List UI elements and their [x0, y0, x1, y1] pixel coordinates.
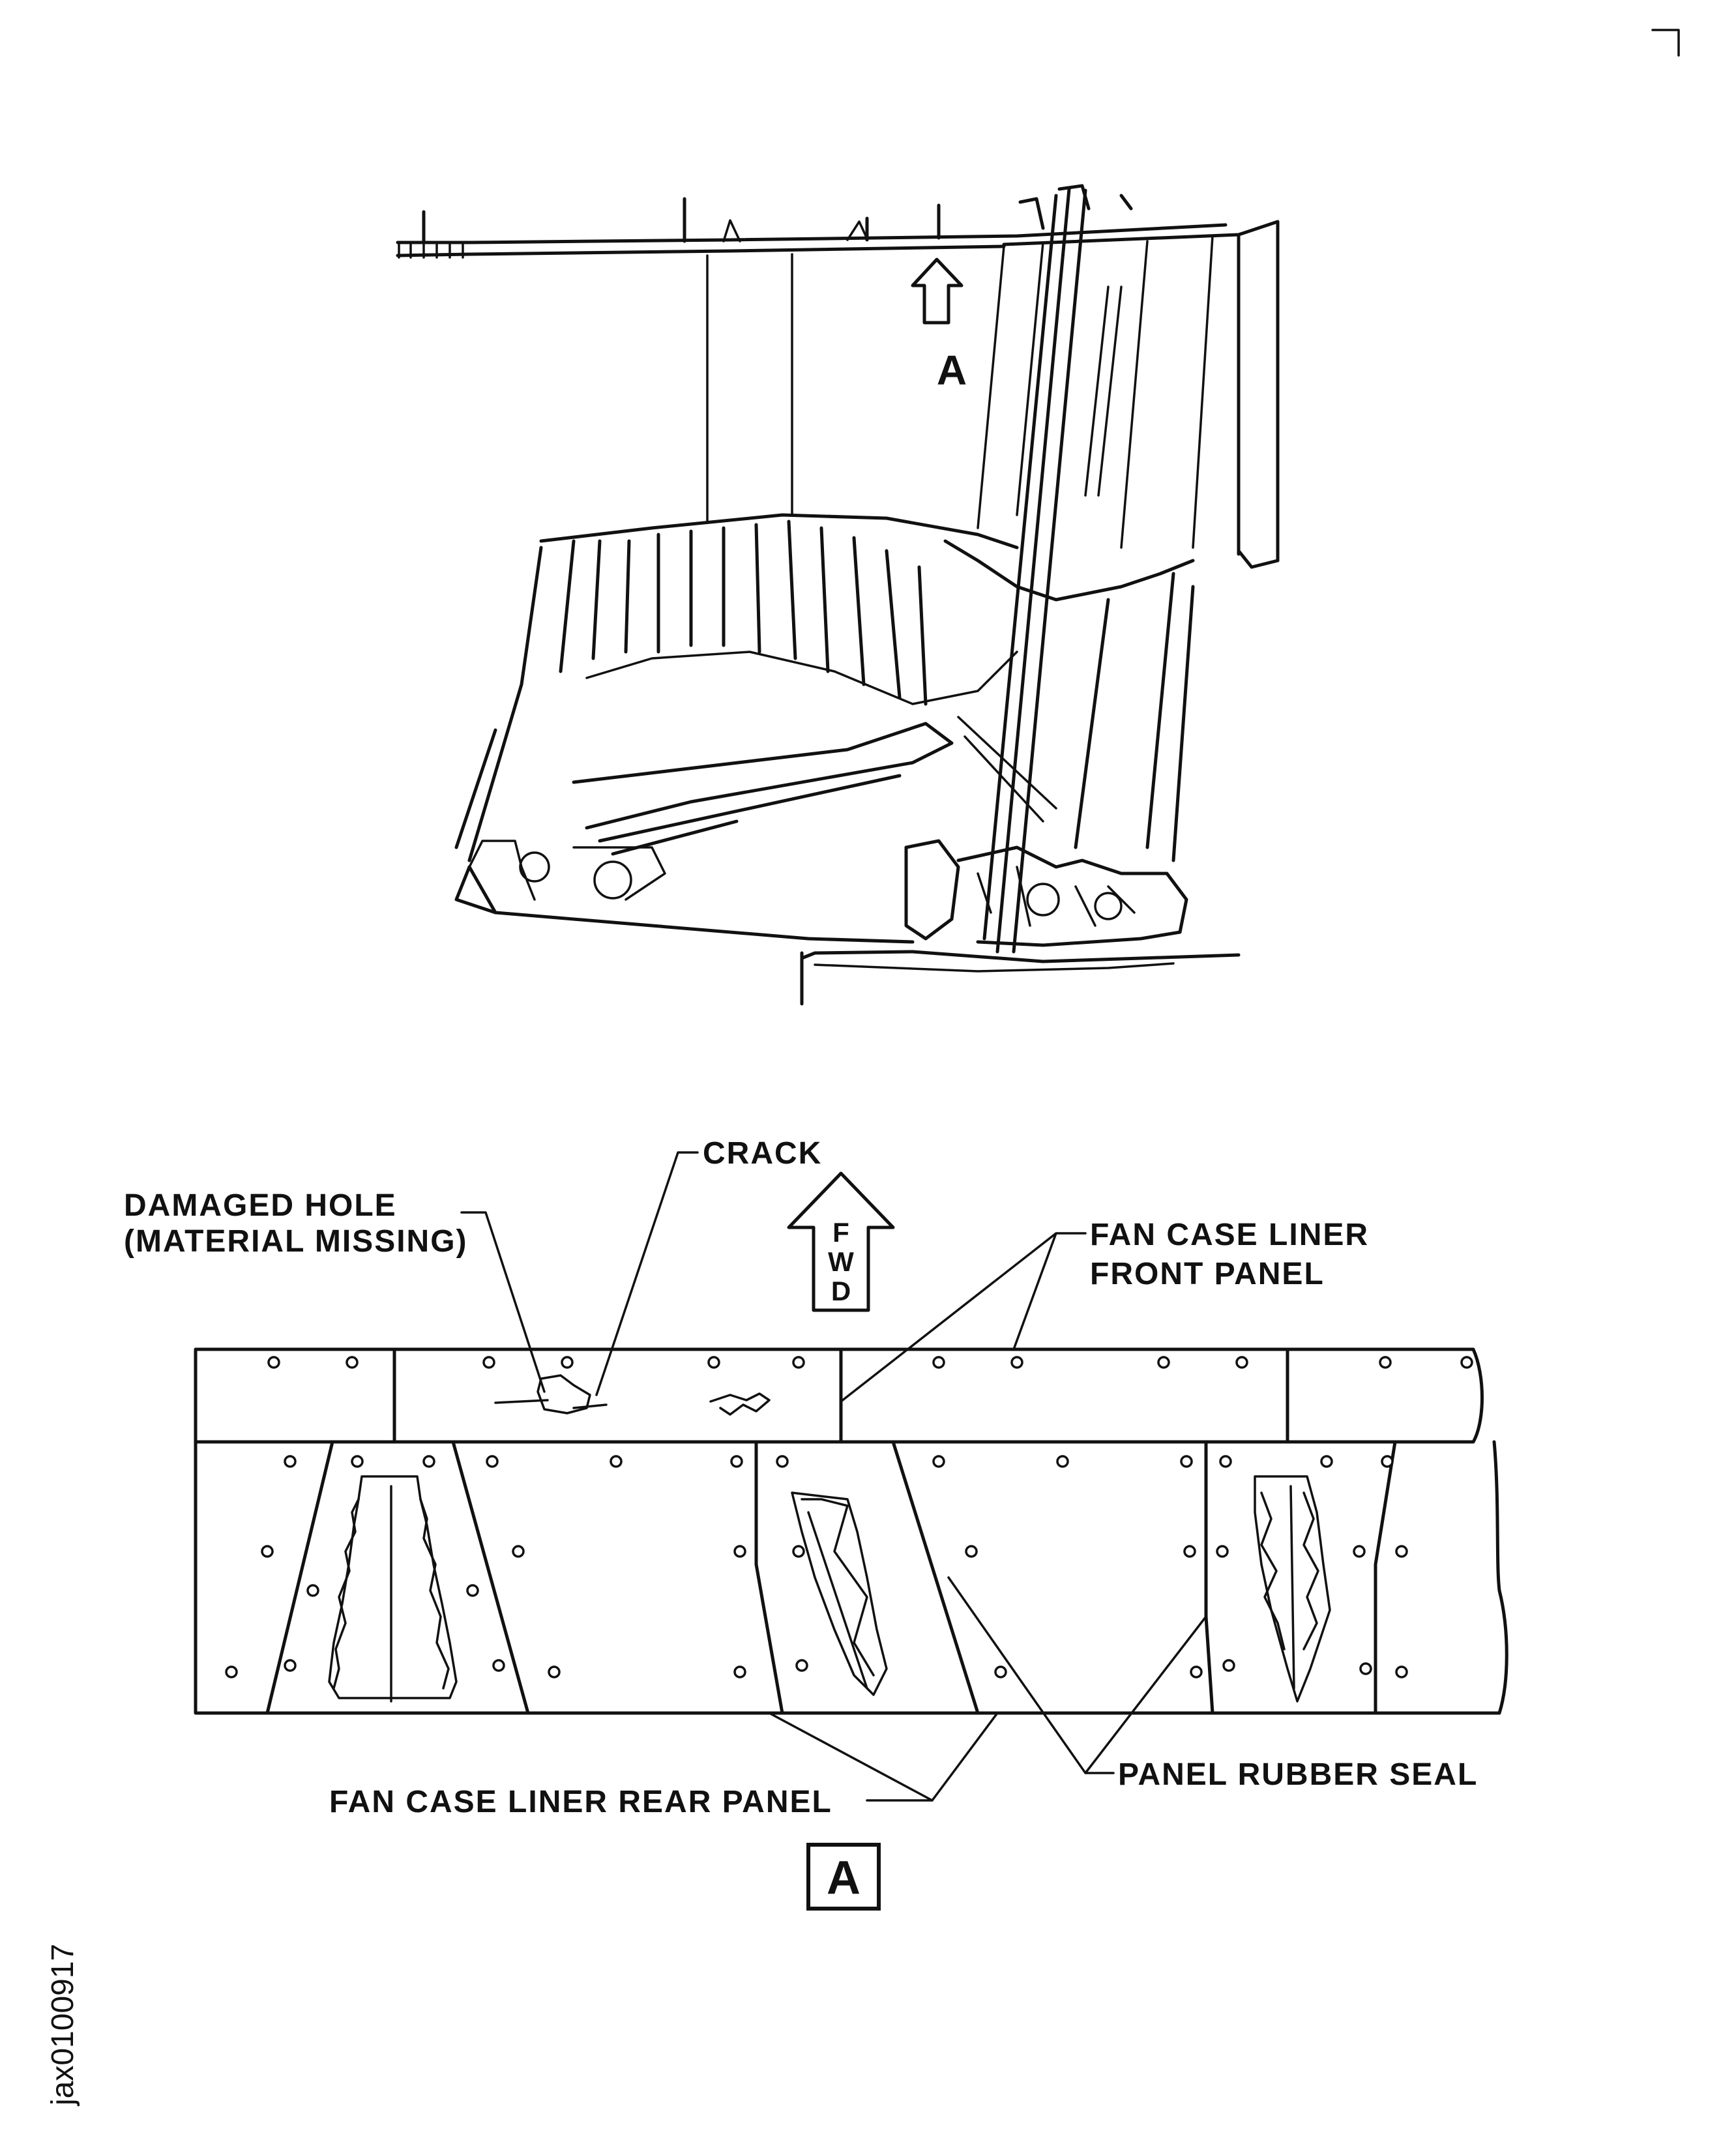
fwd-letter-d: D	[831, 1276, 851, 1306]
damaged-hole-label-line1: DAMAGED HOLE	[124, 1188, 397, 1223]
rear-panel-label: FAN CASE LINER REAR PANEL	[329, 1785, 832, 1819]
rear-panel	[194, 1440, 1508, 1715]
figure-id: jax0100917	[46, 1944, 80, 2107]
rubber-seal-leader	[947, 1576, 1207, 1774]
crack-label: CRACK	[703, 1136, 822, 1171]
fwd-arrow	[787, 1171, 895, 1312]
fwd-letter-f: F	[832, 1217, 849, 1248]
crack-leader	[595, 1151, 699, 1396]
front-panel-holes	[267, 1356, 1473, 1369]
damaged-hole-leader	[460, 1211, 546, 1393]
fwd-letter-w: W	[828, 1246, 854, 1277]
damaged-hole-mark	[537, 1374, 591, 1415]
front-panel-label-line1: FAN CASE LINER	[1090, 1218, 1369, 1252]
front-panel-strip	[194, 1347, 1484, 1444]
view-a-box	[806, 1843, 881, 1911]
engine-cross-section	[396, 184, 1280, 1006]
section-arrow-label: A	[937, 347, 967, 394]
front-panel-label-line2: FRONT PANEL	[1090, 1257, 1325, 1291]
damaged-hole-label-line2: (MATERIAL MISSING)	[124, 1224, 468, 1259]
rear-panel-holes	[225, 1455, 1408, 1679]
corner-crop-mark	[1651, 29, 1680, 57]
front-panel-leader	[840, 1232, 1087, 1403]
crack-mark	[709, 1392, 771, 1416]
view-a-section-arrow	[911, 257, 964, 325]
detail-view-a	[194, 1151, 1508, 1911]
rear-panel-leader	[768, 1712, 999, 1802]
view-a-box-label: A	[827, 1852, 861, 1904]
rubber-seal-label: PANEL RUBBER SEAL	[1118, 1757, 1478, 1792]
